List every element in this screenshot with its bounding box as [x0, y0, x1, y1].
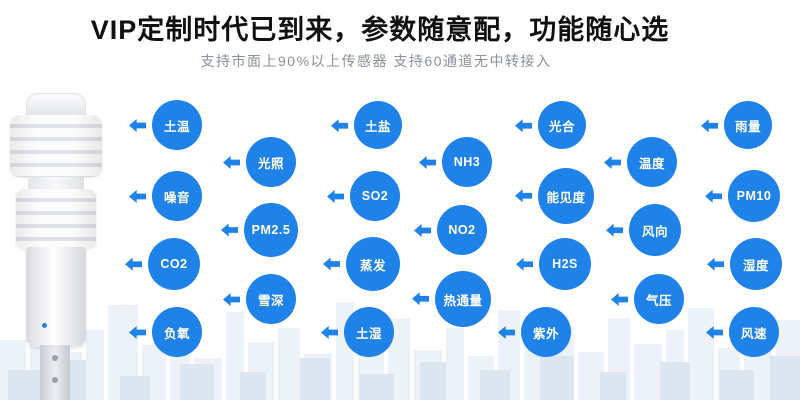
device-louvers-top	[10, 115, 102, 177]
sensor-label: 气压	[645, 293, 672, 308]
sensor-label: 土温	[163, 119, 190, 134]
sensor-label: 热通量	[443, 293, 483, 308]
sensor-bubble: CO2	[125, 238, 200, 290]
sensor-label: 风向	[641, 224, 668, 239]
sensor-label: PM2.5	[251, 223, 291, 237]
weather-sensor-image	[4, 93, 108, 400]
sensor-bubble: 光照	[223, 137, 296, 187]
left-arrow-icon	[515, 119, 532, 133]
left-arrow-icon	[129, 190, 146, 203]
left-arrow-icon	[327, 190, 344, 203]
banner-subtitle: 支持市面上90%以上传感器 支持60通道无中转接入	[200, 53, 552, 69]
left-arrow-icon	[611, 293, 628, 306]
bracket-screw-hole	[52, 377, 58, 383]
device-led-indicator	[42, 323, 47, 328]
left-arrow-icon	[321, 326, 338, 339]
sensor-bubble: 紫外	[498, 307, 571, 357]
sensor-bubble: 湿度	[707, 238, 782, 290]
left-arrow-icon	[706, 326, 723, 339]
device-mounting-bracket	[40, 345, 70, 400]
sensor-label: 蒸发	[359, 258, 386, 273]
device-cap	[26, 93, 86, 119]
sensor-bubble: 土湿	[321, 307, 394, 357]
left-arrow-icon	[705, 189, 722, 203]
sensor-bubble: 风向	[606, 204, 681, 256]
sensor-label: 土湿	[355, 326, 382, 341]
sensor-bubble: NO2	[414, 205, 487, 255]
sensor-label: 土盐	[364, 119, 391, 134]
sensor-bubble: H2S	[516, 238, 591, 290]
sensor-bubble: 土盐	[331, 101, 402, 149]
sensor-label: CO2	[160, 257, 188, 271]
left-arrow-icon	[412, 292, 429, 306]
left-arrow-icon	[125, 257, 142, 271]
sensor-bubble: 风速	[706, 307, 779, 357]
device-collar	[28, 177, 84, 191]
sensor-bubble: 负氧	[129, 307, 202, 357]
banner-title: VIP定制时代已到来，参数随意配，功能随心选	[90, 15, 670, 45]
sensor-bubble: NH3	[419, 137, 492, 187]
sensor-bubble: 雪深	[223, 274, 296, 324]
left-arrow-icon	[223, 156, 240, 169]
sensor-label: H2S	[552, 257, 578, 271]
left-arrow-icon	[221, 223, 238, 237]
sensor-label: 紫外	[532, 326, 559, 341]
left-arrow-icon	[129, 326, 146, 339]
left-arrow-icon	[331, 119, 348, 133]
left-arrow-icon	[419, 156, 436, 169]
sensor-bubble: 噪音	[129, 171, 202, 221]
sensor-label: NO2	[448, 223, 476, 237]
left-arrow-icon	[498, 326, 515, 339]
left-arrow-icon	[516, 257, 533, 271]
sensor-bubble: 气压	[611, 274, 684, 324]
sensor-bubble: PM10	[705, 170, 780, 222]
sensor-label: NH3	[453, 155, 481, 169]
sensor-label: 雪深	[257, 293, 284, 308]
sensor-bubble: 光合	[515, 101, 586, 149]
bracket-screw-hole	[52, 355, 58, 361]
sensor-bubble: 温度	[604, 137, 677, 187]
sensor-label: 噪音	[163, 190, 190, 205]
left-arrow-icon	[129, 119, 146, 132]
left-arrow-icon	[606, 223, 623, 237]
sensor-label: 负氧	[163, 326, 190, 341]
left-arrow-icon	[515, 189, 532, 203]
sensor-label: 风速	[740, 326, 767, 341]
left-arrow-icon	[701, 119, 718, 133]
left-arrow-icon	[323, 257, 340, 271]
device-louvers-middle	[16, 189, 96, 249]
left-arrow-icon	[414, 224, 431, 237]
city-skyline-graphic	[0, 302, 800, 400]
sensor-label: 湿度	[742, 258, 769, 273]
left-arrow-icon	[604, 156, 621, 169]
sensor-bubble: 热通量	[412, 271, 491, 327]
sensor-bubble: PM2.5	[221, 203, 298, 257]
sensor-label: 光照	[257, 156, 284, 171]
sensor-label: 能见度	[546, 190, 586, 205]
sensor-label: 雨量	[734, 119, 761, 134]
sensor-label: PM10	[736, 189, 772, 203]
sensor-label: 光合	[548, 119, 575, 134]
sensor-bubble: 蒸发	[323, 237, 400, 291]
device-body	[26, 247, 86, 347]
sensor-label: SO2	[361, 189, 389, 203]
left-arrow-icon	[223, 293, 240, 306]
sensor-label: 温度	[638, 156, 665, 171]
left-arrow-icon	[707, 257, 724, 271]
sensor-bubble: 能见度	[515, 168, 594, 224]
sensor-bubble: SO2	[327, 171, 400, 221]
sensor-bubble: 土温	[129, 100, 202, 150]
sensor-bubble: 雨量	[701, 101, 772, 149]
